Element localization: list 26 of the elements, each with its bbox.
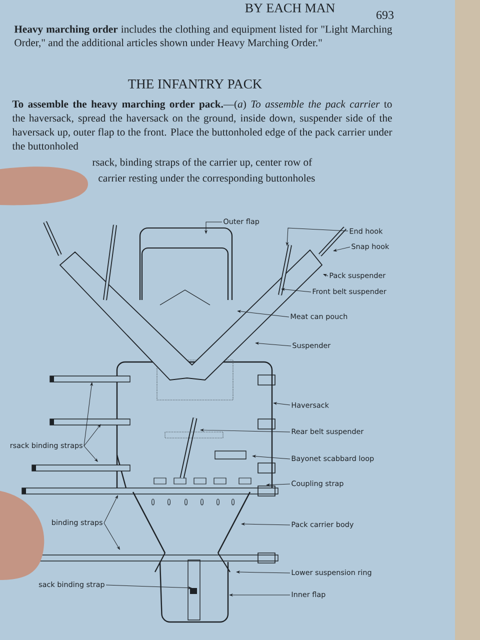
leader-line — [266, 484, 290, 486]
header: BY EACH MAN — [245, 4, 335, 12]
leader-line — [204, 222, 222, 234]
leader-line — [237, 310, 290, 318]
leader-line — [84, 382, 93, 446]
leader-line — [241, 522, 290, 526]
leader-line — [252, 455, 290, 460]
leader-line — [273, 402, 290, 406]
leader-line — [84, 446, 98, 462]
leader-line — [104, 495, 118, 524]
text-line: carrier resting under the corresponding buttonholes — [98, 174, 315, 184]
paragraph: Heavy marching order includes the clothing and equipment listed for "Light Marching Order," and the additional articles shown under Heavy Marching Order." — [14, 25, 392, 48]
leader-line — [236, 570, 290, 574]
leader-line — [323, 274, 328, 276]
text-line: rsack, binding straps of the carrier up, center row of — [92, 158, 312, 168]
leader-line — [333, 246, 350, 252]
section-title: THE INFANTRY PACK — [128, 79, 262, 89]
leader-line — [286, 228, 348, 246]
leader-line — [106, 584, 192, 590]
leader-line — [281, 288, 312, 292]
leader-line — [229, 594, 290, 596]
leader-line — [84, 424, 101, 446]
leader-line — [104, 522, 120, 550]
page-number: 693 — [376, 10, 394, 20]
leader-line — [200, 428, 290, 432]
leader-line — [255, 342, 292, 346]
